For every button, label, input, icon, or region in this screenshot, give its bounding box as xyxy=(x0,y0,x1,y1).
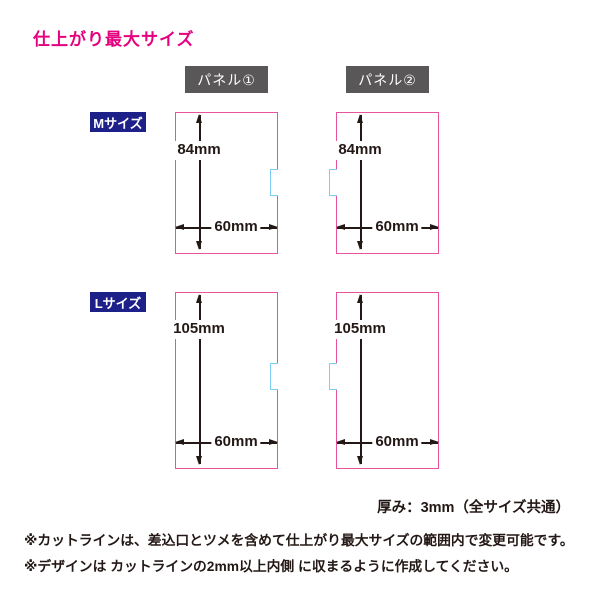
diagram-m-panel1-cutline: 84mm 60mm xyxy=(174,112,278,254)
arrowhead-up-icon xyxy=(357,114,363,123)
tab-notch xyxy=(270,169,278,196)
diagram-l-panel2-cutline: 105mm 60mm xyxy=(329,292,439,469)
width-dimension-label: 60mm xyxy=(372,218,422,237)
panel-2-header: パネル② xyxy=(346,66,429,93)
height-dimension-label: 105mm xyxy=(170,320,228,339)
tab-notch xyxy=(329,363,337,390)
height-dimension-label: 105mm xyxy=(331,320,389,339)
arrowhead-right-icon xyxy=(430,224,439,230)
arrowhead-right-icon xyxy=(430,439,439,445)
arrowhead-up-icon xyxy=(357,294,363,303)
arrowhead-up-icon xyxy=(196,114,202,123)
size-m-label: Mサイズ xyxy=(90,112,146,132)
height-dimension-arrow xyxy=(357,114,363,250)
arrowhead-down-icon xyxy=(196,456,202,465)
page-title: 仕上がり最大サイズ xyxy=(33,30,195,49)
arrowhead-down-icon xyxy=(196,241,202,250)
tab-notch xyxy=(329,169,337,196)
panel-1-header: パネル① xyxy=(185,66,268,93)
arrowhead-down-icon xyxy=(357,456,363,465)
arrowhead-left-icon xyxy=(336,439,345,445)
arrowhead-down-icon xyxy=(357,241,363,250)
arrowhead-up-icon xyxy=(196,294,202,303)
height-dimension-label: 84mm xyxy=(335,141,385,160)
tab-notch xyxy=(270,363,278,390)
arrowhead-left-icon xyxy=(336,224,345,230)
width-dimension-label: 60mm xyxy=(211,433,261,452)
height-dimension-arrow xyxy=(196,114,202,250)
footnote-design-margin: ※デザインは カットラインの2mm以上内側 に収まるように作成してください。 xyxy=(24,559,518,574)
diagram-m-panel2-cutline: 84mm 60mm xyxy=(329,112,439,254)
arrowhead-right-icon xyxy=(269,224,278,230)
arrowhead-right-icon xyxy=(269,439,278,445)
height-dimension-arrow xyxy=(196,294,202,465)
footnote-cutline: ※カットラインは、差込口とツメを含めて仕上がり最大サイズの範囲内で変更可能です。 xyxy=(24,533,574,548)
height-dimension-label: 84mm xyxy=(174,141,224,160)
width-dimension-label: 60mm xyxy=(372,433,422,452)
width-dimension-label: 60mm xyxy=(211,218,261,237)
height-dimension-arrow xyxy=(357,294,363,465)
arrowhead-left-icon xyxy=(175,224,184,230)
arrowhead-left-icon xyxy=(175,439,184,445)
size-l-label: Lサイズ xyxy=(90,292,146,312)
thickness-note: 厚み：3mm（全サイズ共通） xyxy=(377,500,570,516)
diagram-l-panel1-cutline: 105mm 60mm xyxy=(170,292,278,469)
